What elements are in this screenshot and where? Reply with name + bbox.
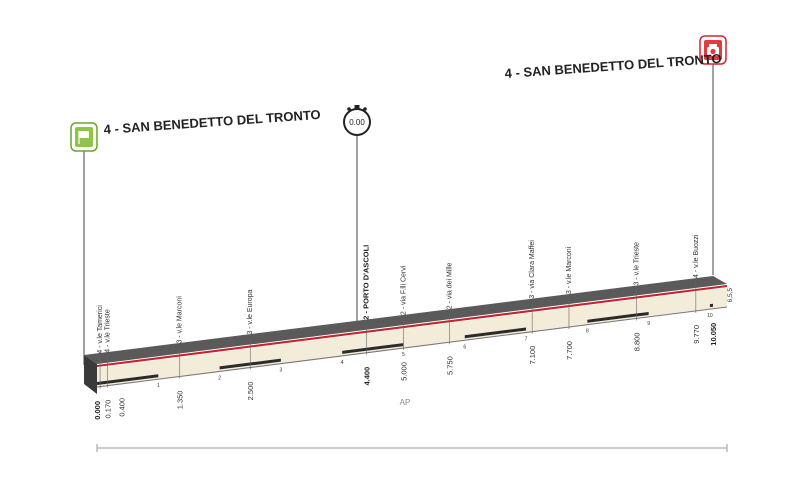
route-label: 4 - v.le Tamerici <box>97 305 104 354</box>
km-bar-segment <box>464 327 527 339</box>
distance-label: 4.400 <box>363 367 372 386</box>
km-bar-segment <box>587 311 649 323</box>
distance-label: 8.800 <box>632 333 641 352</box>
stopwatch-icon <box>343 105 371 136</box>
checkpoint-label: 0.00 <box>349 118 365 127</box>
km-tick-label: 8 <box>586 329 589 335</box>
distance-label: 7.700 <box>565 341 574 360</box>
km-tick-label: 6 <box>463 344 466 350</box>
route-label: 3 - v.le Marconi <box>566 246 573 294</box>
distance-label: 2.500 <box>246 382 255 401</box>
km-tick-label: 2 <box>218 375 221 381</box>
distance-label: 5.750 <box>445 356 454 375</box>
km-tick-labels: 1 2 3 4 5 6 7 8 9 10 <box>157 313 713 389</box>
profile-top-surface <box>84 276 727 364</box>
route-line <box>96 285 728 367</box>
start-title: 4 - SAN BENEDETTO DEL TRONTO <box>103 107 321 137</box>
distance-label: 5.000 <box>399 362 408 381</box>
finish-title: 4 - SAN BENEDETTO DEL TRONTO <box>504 51 722 81</box>
distance-label: 7.100 <box>528 346 537 365</box>
route-label: 2 - via F.lli Cervi <box>400 265 407 315</box>
distance-label: 0.000 <box>93 401 102 420</box>
route-label: 2 - via dei Mille <box>446 262 453 309</box>
distance-label: 0.400 <box>118 398 127 417</box>
km-tick-label: 9 <box>647 321 650 327</box>
scale-label: AP <box>400 398 411 407</box>
route-label: 3 - v.le Trieste <box>633 242 640 286</box>
profile-left-side <box>84 355 97 394</box>
km-tick-label: 10 <box>707 313 713 319</box>
km-bar-segment <box>97 374 159 385</box>
km-bar-segment <box>709 303 713 308</box>
distance-label: 0.170 <box>103 400 112 419</box>
km-tick-label: 3 <box>279 368 282 374</box>
route-label: 2 - PORTO D'ASCOLI <box>362 245 371 320</box>
route-label: 3 - v.le Marconi <box>177 296 184 344</box>
start-flag-icon <box>70 122 98 152</box>
km-bar-segment <box>342 343 404 354</box>
finish-camera-icon <box>699 35 727 65</box>
route-label: 4 - v.le Buozzi <box>693 234 700 278</box>
route-label: 3 - via Clara Maffei <box>529 240 536 299</box>
route-label: 3 - v.le Europa <box>247 289 254 334</box>
km-tick-label: 5 <box>402 352 405 358</box>
km-tick-label: 7 <box>525 337 528 343</box>
profile-bottom-edge <box>96 306 728 388</box>
distance-label: 9.770 <box>692 325 701 344</box>
km-tick-label: 4 <box>341 360 344 366</box>
altitude-end-label: 6,5,5 <box>727 288 734 303</box>
route-label: 4 - v.le Trieste <box>104 309 111 353</box>
distance-label: 10.050 <box>709 323 718 346</box>
distance-label: 1.350 <box>176 390 185 409</box>
guide-lines <box>99 281 697 389</box>
km-tick-label: 1 <box>157 383 160 389</box>
